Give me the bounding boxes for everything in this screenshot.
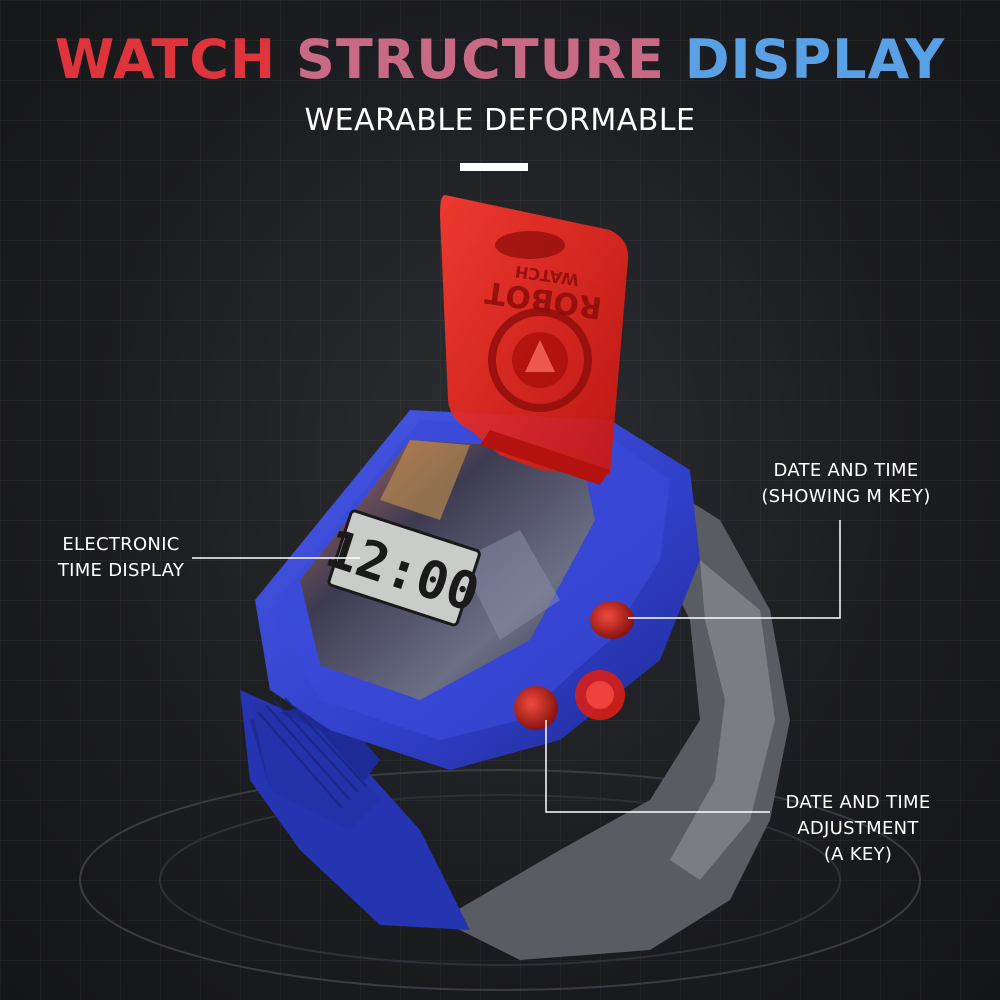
callout-a-key-line-3: (A KEY)	[823, 844, 893, 865]
title-divider	[460, 163, 528, 171]
callout-lines	[192, 520, 841, 813]
red-gear-knob	[575, 670, 625, 720]
callout-m-key: DATE AND TIME (SHOWING M KEY)	[748, 458, 944, 510]
leader-m-key	[628, 520, 841, 619]
callout-electronic-time-display: ELECTRONIC TIME DISPLAY	[50, 532, 192, 584]
watch-lid: ROBOT WATCH	[440, 195, 629, 485]
title-word-watch: WATCH	[54, 28, 277, 91]
leader-a-key	[545, 720, 770, 813]
m-key-button	[590, 601, 634, 639]
title-word-display: DISPLAY	[684, 28, 946, 91]
callout-electronic-line-1: ELECTRONIC	[62, 534, 180, 555]
callout-m-key-line-1: DATE AND TIME	[773, 460, 919, 481]
a-key-button	[514, 686, 558, 730]
page-title: WATCH STRUCTURE DISPLAY	[0, 28, 1000, 91]
callout-a-key-line-1: DATE AND TIME	[785, 792, 931, 813]
title-word-structure: STRUCTURE	[295, 28, 665, 91]
callout-a-key-line-2: ADJUSTMENT	[797, 818, 919, 839]
callout-electronic-line-2: TIME DISPLAY	[57, 560, 185, 581]
callout-a-key: DATE AND TIME ADJUSTMENT (A KEY)	[772, 790, 944, 868]
callout-m-key-line-2: (SHOWING M KEY)	[761, 486, 931, 507]
page-subtitle: WEARABLE DEFORMABLE	[304, 103, 696, 138]
floor-rings	[79, 769, 921, 991]
